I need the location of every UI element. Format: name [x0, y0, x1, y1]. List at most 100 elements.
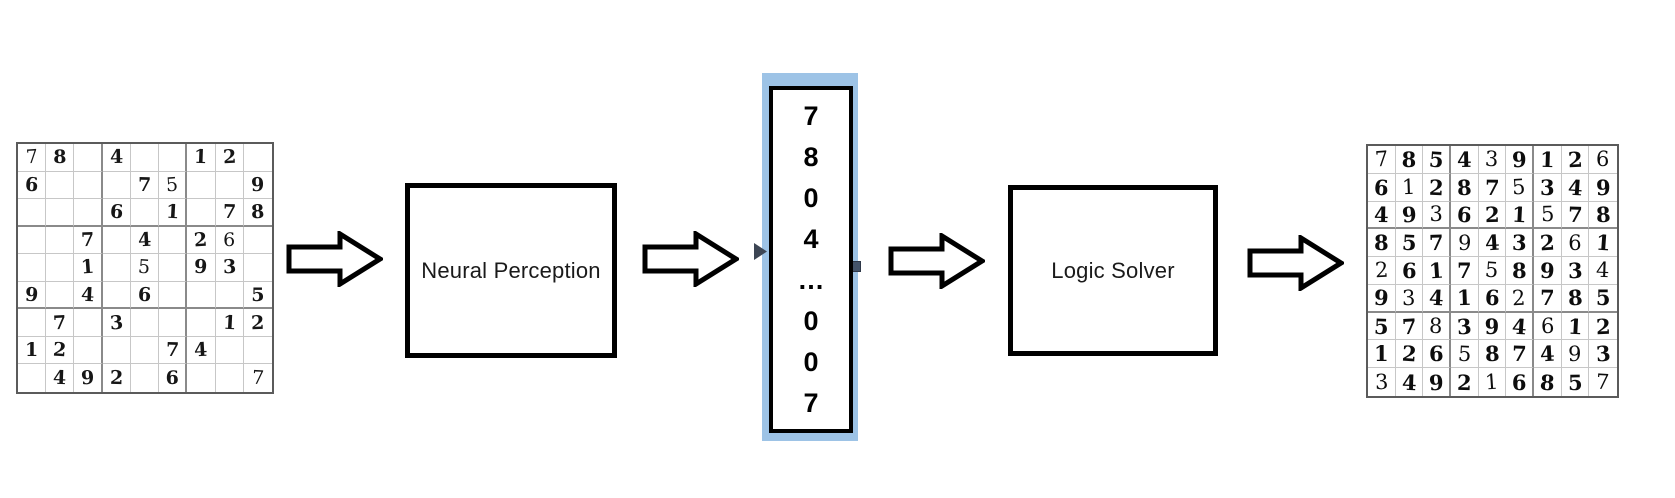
sudoku-cell: 4	[46, 364, 75, 392]
sudoku-cell	[159, 144, 188, 172]
perception-digit: 4	[803, 223, 819, 254]
flow-arrow-icon[interactable]	[888, 233, 985, 289]
sudoku-cell: 7	[1478, 173, 1507, 202]
perception-digit: …	[797, 264, 825, 295]
logic-solver-box[interactable]: Logic Solver	[1008, 185, 1218, 356]
sudoku-cell	[102, 226, 131, 255]
sudoku-cell: 6	[1478, 284, 1507, 313]
sudoku-cell: 7	[1395, 312, 1424, 341]
sudoku-cell: 1	[215, 309, 244, 337]
sudoku-cell: 6	[1423, 340, 1451, 369]
sudoku-cell: 9	[1478, 312, 1507, 341]
sudoku-cell	[243, 254, 272, 282]
sudoku-cell: 1	[18, 336, 47, 365]
sudoku-cell	[187, 281, 216, 310]
sudoku-cell	[187, 309, 216, 337]
perception-digit: 8	[803, 141, 819, 172]
sudoku-cell: 7	[1450, 257, 1479, 285]
neural-perception-box[interactable]: Neural Perception	[405, 183, 617, 358]
sudoku-cell: 6	[130, 281, 160, 310]
perception-digit: 7	[803, 387, 819, 418]
sudoku-cell	[74, 171, 103, 200]
sudoku-cell: 7	[1595, 369, 1611, 395]
sudoku-cell: 7	[251, 366, 265, 390]
sudoku-cell: 9	[1368, 284, 1396, 313]
sudoku-cell	[216, 364, 244, 392]
sudoku-cell: 3	[1368, 368, 1396, 396]
sudoku-cell: 2	[1506, 284, 1534, 313]
sudoku-cell: 2	[1451, 368, 1479, 396]
sudoku-cell: 3	[1395, 284, 1424, 313]
sudoku-cell: 7	[1423, 229, 1451, 258]
sudoku-cell: 6	[1368, 173, 1396, 202]
sudoku-cell: 8	[1423, 312, 1451, 341]
sudoku-cell	[46, 199, 75, 227]
sudoku-cell: 4	[130, 226, 160, 255]
connector-arrow-icon	[754, 243, 767, 260]
sudoku-cell: 4	[1589, 257, 1617, 285]
sudoku-cell	[74, 144, 103, 172]
sudoku-cell: 2	[1533, 229, 1562, 258]
sudoku-cell: 8	[46, 144, 75, 172]
sudoku-cell: 5	[1533, 201, 1562, 230]
sudoku-cell: 9	[74, 364, 103, 392]
sudoku-cell	[215, 281, 244, 310]
sudoku-cell	[18, 364, 47, 392]
sudoku-cell: 2	[243, 309, 272, 337]
sudoku-cell: 2	[46, 336, 75, 365]
sudoku-cell: 1	[74, 254, 103, 282]
sudoku-cell: 5	[1589, 285, 1617, 313]
sudoku-cell: 3	[1533, 173, 1562, 202]
flow-arrow-icon[interactable]	[286, 231, 383, 287]
sudoku-cell: 2	[1589, 313, 1617, 341]
perception-digit: 0	[803, 346, 819, 377]
sudoku-cell: 6	[159, 364, 188, 392]
sudoku-cell: 5	[130, 254, 160, 282]
sudoku-cell: 8	[1395, 146, 1424, 174]
sudoku-cell: 7	[1368, 146, 1396, 174]
sudoku-cell	[74, 309, 103, 337]
sudoku-cell: 6	[18, 171, 47, 200]
sudoku-cell: 4	[74, 281, 103, 310]
sudoku-cell: 4	[1423, 284, 1451, 313]
sudoku-cell: 5	[159, 171, 188, 200]
sudoku-cell: 2	[215, 144, 244, 172]
sudoku-cell	[159, 254, 188, 282]
sudoku-cell	[243, 144, 272, 172]
sudoku-cell: 4	[187, 336, 216, 365]
sudoku-cell: 2	[1423, 173, 1451, 202]
sudoku-cell: 7	[18, 144, 47, 172]
sudoku-cell: 1	[1479, 368, 1507, 396]
sudoku-cell: 1	[1589, 229, 1617, 258]
sudoku-cell: 7	[1533, 284, 1562, 313]
sudoku-cell	[18, 254, 47, 282]
sudoku-cell	[46, 281, 75, 310]
perception-digit: 7	[803, 100, 819, 131]
sudoku-cell: 9	[243, 172, 272, 200]
sudoku-cell: 8	[1534, 368, 1562, 396]
sudoku-cell	[130, 309, 160, 337]
sudoku-cell: 1	[1506, 201, 1534, 230]
perception-digit: 0	[803, 305, 819, 336]
sudoku-cell: 6	[102, 199, 131, 227]
sudoku-cell: 1	[1561, 312, 1590, 341]
sudoku-cell: 4	[1478, 229, 1507, 258]
sudoku-cell: 1	[1423, 257, 1451, 285]
logic-solver-label: Logic Solver	[1051, 257, 1175, 283]
sudoku-cell: 8	[1450, 173, 1479, 202]
sudoku-cell: 9	[18, 281, 47, 310]
sudoku-cell	[46, 254, 75, 282]
flow-arrow-icon[interactable]	[642, 231, 739, 287]
sudoku-cell	[46, 171, 75, 200]
sudoku-cell: 2	[1561, 146, 1590, 174]
sudoku-cell: 9	[187, 254, 216, 282]
flow-arrow-icon[interactable]	[1247, 235, 1344, 291]
sudoku-cell: 5	[1395, 229, 1424, 258]
sudoku-cell: 1	[1368, 340, 1396, 369]
sudoku-cell: 2	[1368, 257, 1396, 285]
sudoku-cell: 1	[1533, 146, 1562, 174]
